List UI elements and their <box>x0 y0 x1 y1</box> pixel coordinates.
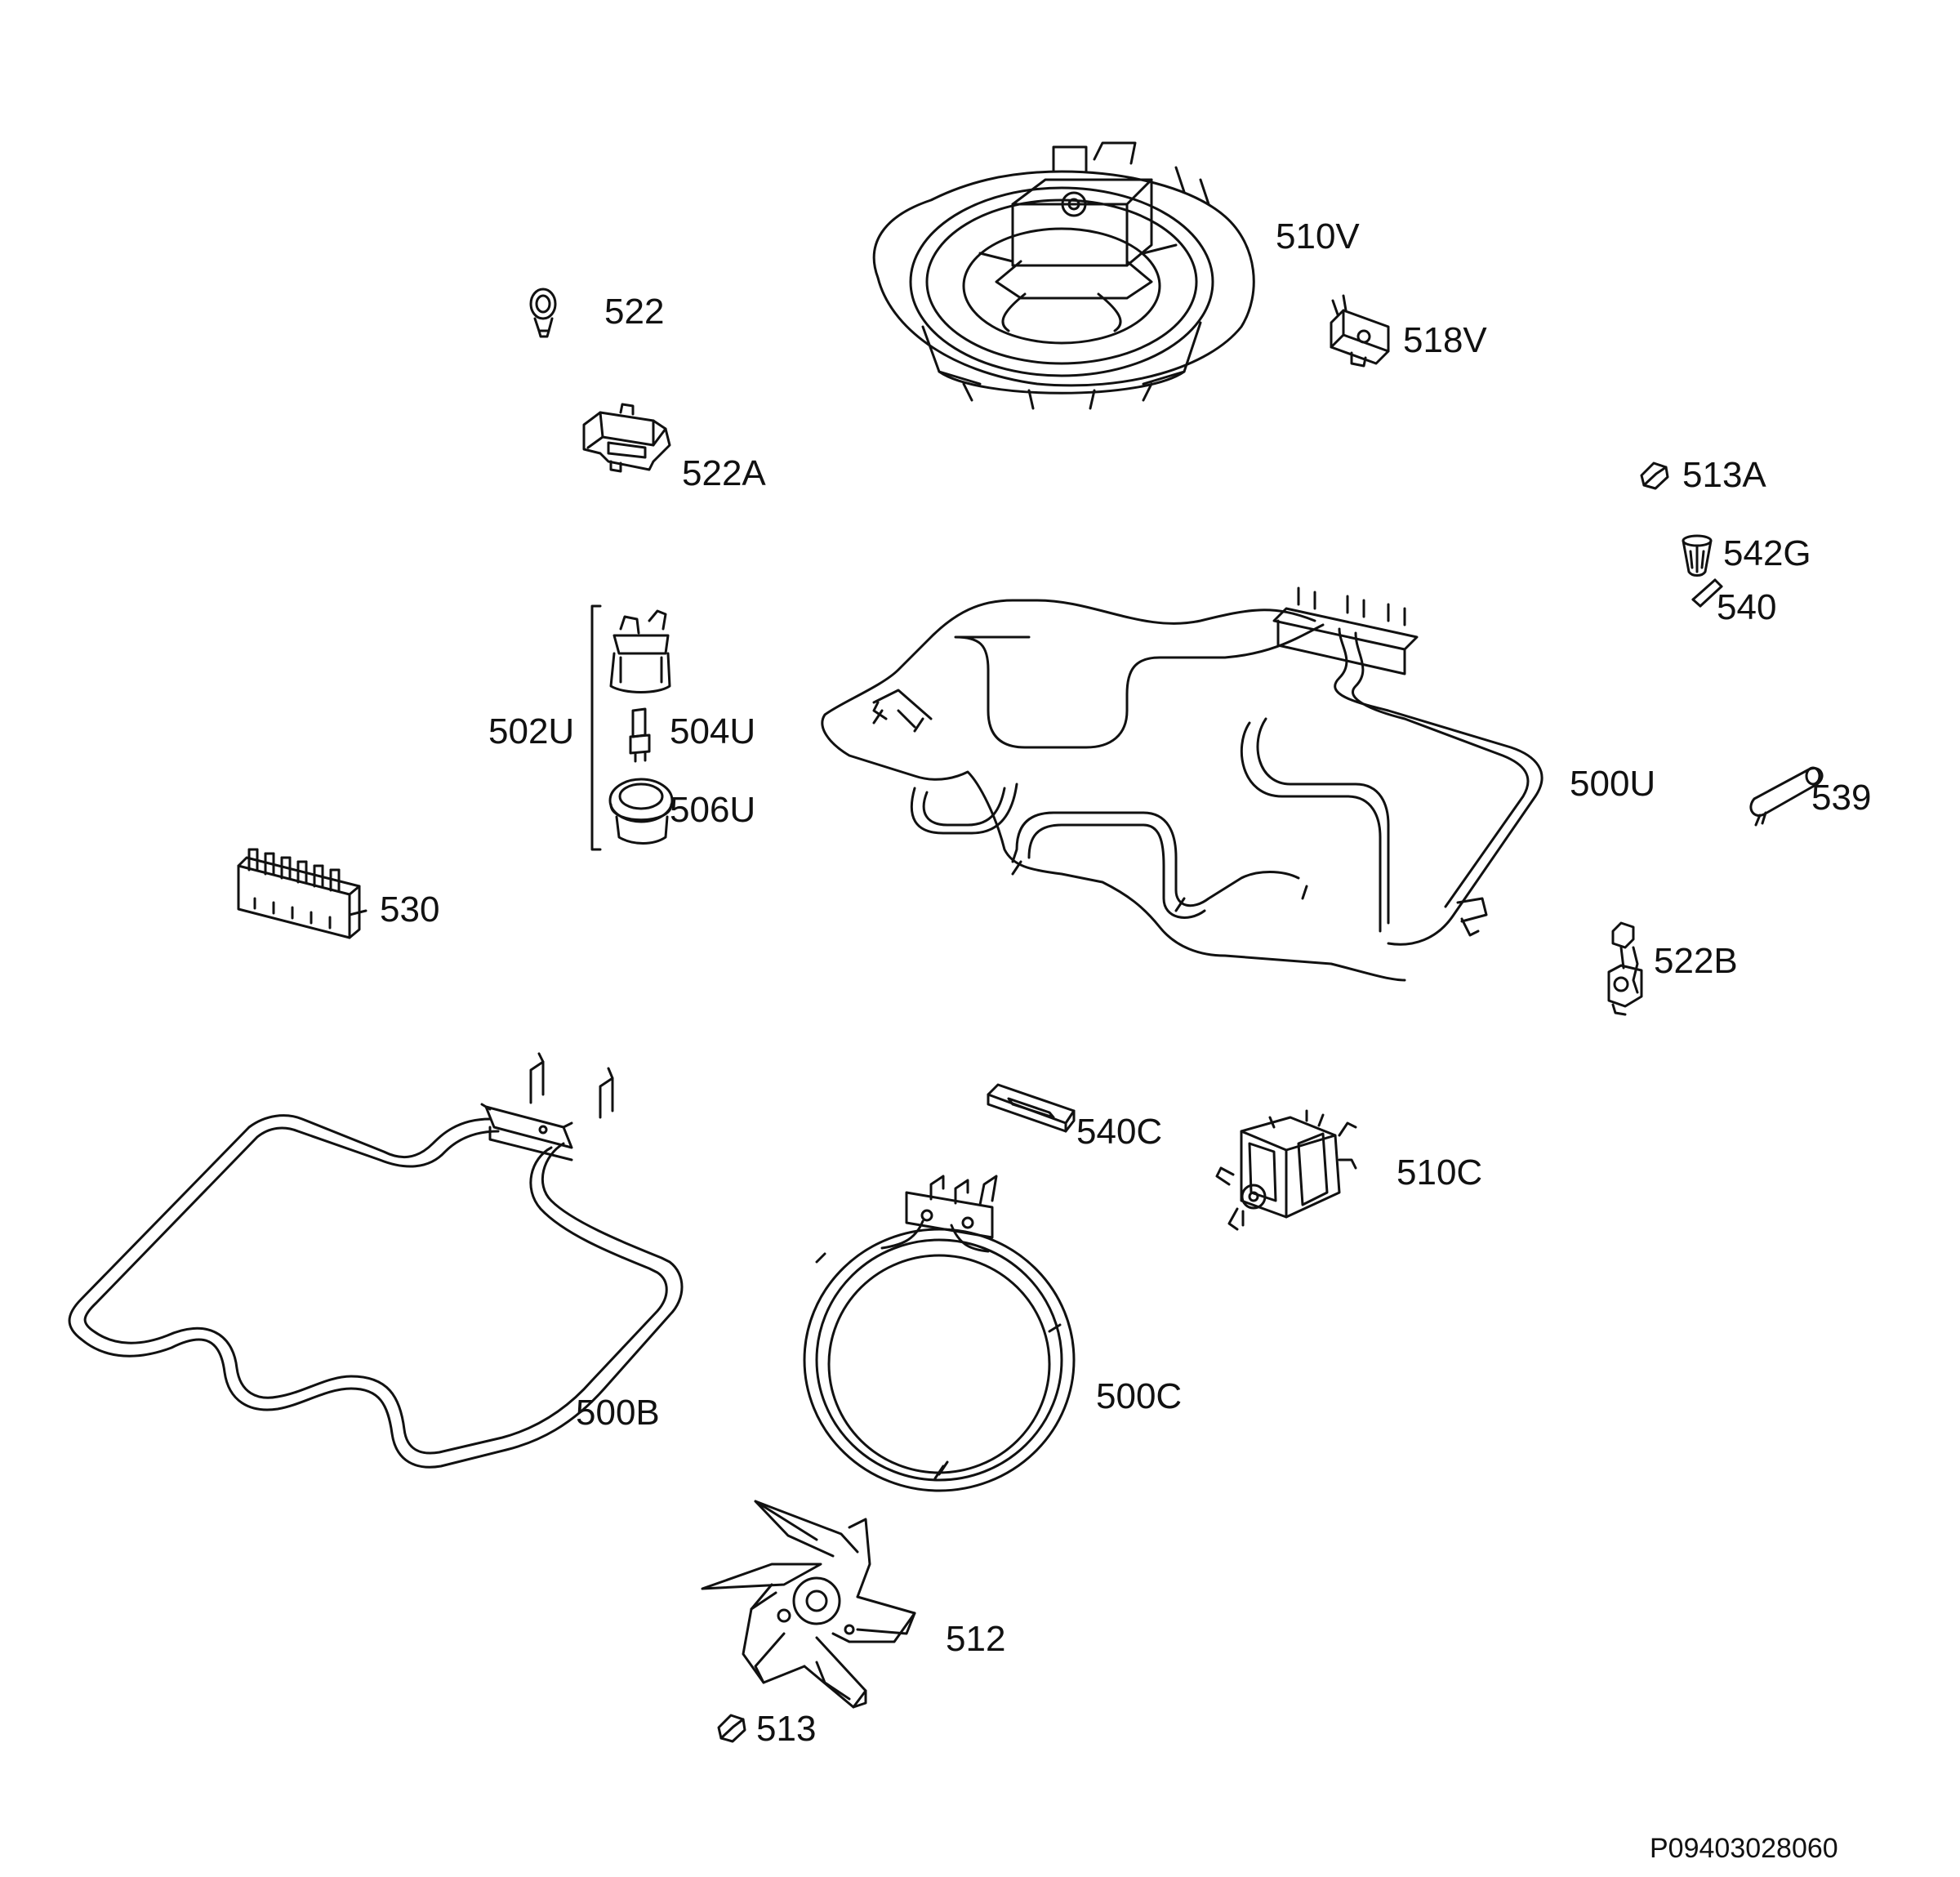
label-504u: 504U <box>670 711 756 751</box>
label-506u: 506U <box>670 790 756 830</box>
part-540c-gasket-plate <box>988 1085 1074 1131</box>
part-539-sleeve <box>1751 768 1822 825</box>
label-502u: 502U <box>488 711 575 751</box>
label-512: 512 <box>946 1619 1006 1659</box>
label-510c: 510C <box>1396 1153 1483 1193</box>
part-518v-thermostat <box>1331 296 1388 366</box>
drawing-id: P09403028060 <box>1650 1833 1838 1864</box>
part-513-cap <box>719 1715 745 1741</box>
label-539: 539 <box>1811 778 1872 818</box>
part-504u-lamp-bulb <box>630 709 649 761</box>
part-512-fan-impeller <box>702 1501 915 1707</box>
label-530: 530 <box>380 889 440 930</box>
label-542g: 542G <box>1723 533 1811 573</box>
label-522b: 522B <box>1654 941 1738 981</box>
label-510v: 510V <box>1276 216 1360 256</box>
label-522a: 522A <box>682 453 766 493</box>
part-500b-bottom-heater <box>69 1054 682 1467</box>
part-542g-bushing <box>1683 536 1711 576</box>
part-502u-lamp-bracket <box>592 606 600 849</box>
label-540: 540 <box>1717 587 1777 627</box>
label-518v: 518V <box>1403 320 1487 360</box>
part-506u-lamp-glass <box>610 779 672 844</box>
label-500b: 500B <box>576 1393 660 1433</box>
label-540c: 540C <box>1076 1112 1163 1152</box>
part-502u-lamp-holder <box>611 611 670 693</box>
label-522: 522 <box>604 292 665 332</box>
part-500c-ring-heater <box>804 1176 1074 1491</box>
part-540-pin <box>1693 580 1722 606</box>
part-510c-motor <box>1217 1111 1356 1229</box>
label-500u: 500U <box>1570 764 1656 804</box>
part-530-terminal-block <box>238 849 366 938</box>
part-522b-sensor <box>1609 923 1642 1014</box>
part-522-clip <box>531 289 555 337</box>
part-510v-fan-housing <box>874 143 1254 408</box>
label-513: 513 <box>756 1709 817 1749</box>
label-500c: 500C <box>1096 1376 1183 1416</box>
label-513a: 513A <box>1682 455 1766 495</box>
part-522a-connector-block <box>584 404 670 471</box>
part-513a-cap <box>1642 463 1668 488</box>
part-500u-top-heater <box>822 588 1542 980</box>
